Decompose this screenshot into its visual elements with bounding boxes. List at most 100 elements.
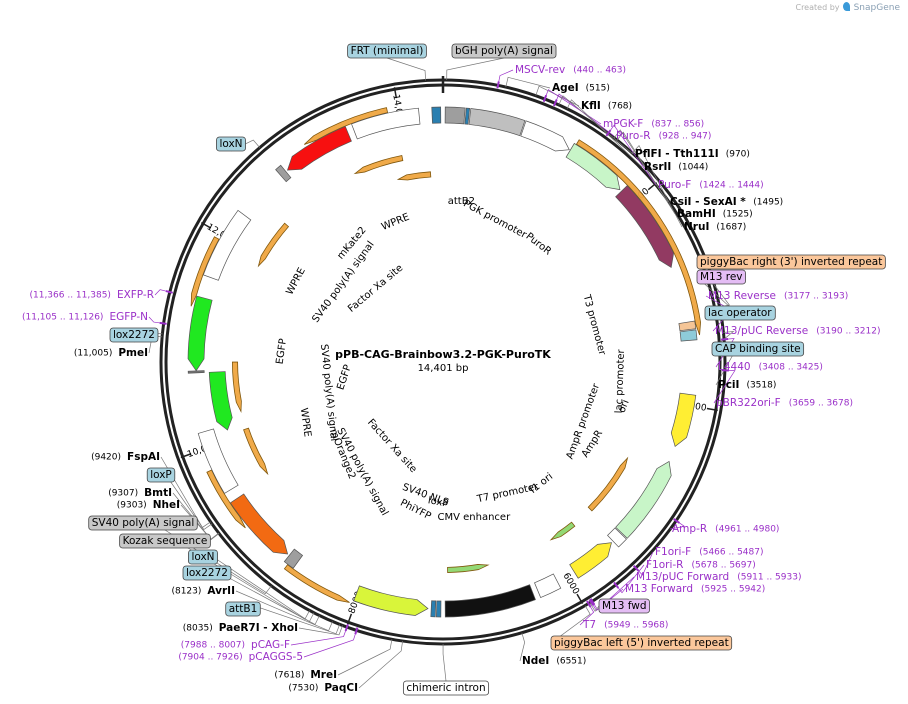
callout-attb1[interactable]: attB1 (225, 601, 261, 617)
feature-sv40-pa-b[interactable] (283, 548, 304, 569)
callout-m13-reverse[interactable]: M13 Reverse(3177 .. 3193) (708, 290, 848, 302)
callout-mscv-rev[interactable]: MSCV-rev(440 .. 463) (515, 64, 626, 76)
feature-t7-promoter[interactable] (534, 573, 562, 599)
callout-piggybac-right-3-inverted-repeat[interactable]: piggyBac right (3') inverted repeat (696, 254, 886, 270)
callout-bamhi[interactable]: BamHI(1525) (677, 208, 753, 220)
feature-phiyfp[interactable] (353, 585, 429, 616)
callout-kfli[interactable]: KflI(768) (581, 100, 632, 112)
feature-wpre-a[interactable] (351, 107, 421, 140)
callout-pcii[interactable]: PciI(3518) (718, 379, 776, 391)
callout-loxn[interactable]: loxN (216, 136, 246, 152)
callout-nhei[interactable]: NheI(9303) (117, 499, 180, 511)
feature-pgk-arrow[interactable] (520, 120, 570, 152)
callout-csii-sexai[interactable]: CsiI - SexAI *(1495) (670, 196, 783, 208)
callout-pflfi-tth111i[interactable]: PflFI - Tth111I(970) (635, 148, 750, 160)
callout-puro-r[interactable]: Puro-R(928 .. 947) (616, 130, 711, 142)
feature-attb2[interactable] (464, 107, 471, 125)
feature-loxp[interactable] (436, 600, 442, 618)
feature-ampr[interactable] (615, 460, 672, 539)
feature-morange2[interactable] (229, 493, 289, 555)
feature-cmv-enhancer[interactable] (444, 584, 536, 618)
callout-lac-operator[interactable]: lac operator (704, 305, 776, 321)
feature-nls[interactable] (430, 600, 437, 618)
feature-bgh[interactable] (444, 106, 466, 125)
feature-loxn[interactable] (275, 164, 292, 183)
callout-t7[interactable]: T7(5949 .. 5968) (582, 619, 668, 631)
callout-bgh-poly-a-signal[interactable]: bGH poly(A) signal (451, 43, 557, 59)
orf-arrow (549, 521, 576, 541)
callout-kozak-sequence[interactable]: Kozak sequence (119, 533, 211, 549)
callout-nrui[interactable]: NruI (1687) (684, 221, 746, 233)
callout-rsrii[interactable]: RsrII(1044) (644, 161, 708, 173)
callout-cap-binding-site[interactable]: CAP binding site (711, 341, 805, 357)
callout-paqci[interactable]: PaqCI(7530) (288, 682, 358, 694)
callout-exfp-r[interactable]: EXFP-R(11,366 .. 11,385) (29, 289, 154, 301)
callout-m13-forward[interactable]: M13 Forward(5925 .. 5942) (625, 583, 765, 595)
callout-frt-minimal[interactable]: FRT (minimal) (347, 43, 427, 59)
feature-tk[interactable] (615, 185, 674, 269)
callout-chimeric-intron[interactable]: chimeric intron (402, 680, 490, 696)
feature-wpre-c[interactable] (202, 209, 252, 281)
callout-range: (440 .. 463) (573, 66, 626, 76)
callout-m13-fwd[interactable]: M13 fwd (598, 598, 650, 614)
snapgene-credit: Created by SnapGene (795, 2, 900, 13)
callout-lox2272[interactable]: lox2272 (109, 327, 159, 343)
callout-coordinate: (1687) (716, 223, 746, 233)
callout-mrei[interactable]: MreI(7618) (274, 669, 337, 681)
callout-amp-r[interactable]: Amp-R(4961 .. 4980) (672, 523, 779, 535)
callout-coordinate: (1044) (678, 163, 708, 173)
callout-sv40-poly-a-signal[interactable]: SV40 poly(A) signal (88, 515, 198, 531)
feature-frt[interactable] (431, 106, 442, 124)
feature-mkate2[interactable] (286, 125, 352, 171)
feature-f1-ori[interactable] (569, 542, 612, 579)
orf-arrow (575, 139, 701, 336)
feature-egfp-inner[interactable] (208, 371, 233, 431)
backbone-inner-circle (164, 83, 722, 641)
feature-lox2272-b[interactable] (187, 370, 205, 374)
primer-site-marker (542, 94, 548, 103)
callout-f1ori-f[interactable]: F1ori-F(5466 .. 5487) (655, 546, 764, 558)
callout-egfp-n[interactable]: EGFP-N(11,105 .. 11,126) (22, 311, 148, 323)
callout-box (216, 136, 246, 152)
callout-leader-line (442, 643, 447, 682)
callout-leader-line (242, 601, 341, 635)
callout-loxp[interactable]: loxP (146, 467, 176, 483)
callout-paer7i-xhoi[interactable]: PaeR7I - XhoI(8035) (183, 622, 298, 634)
callout-m13-puc-reverse[interactable]: M13/pUC Reverse(3190 .. 3212) (715, 325, 880, 337)
feature-lac-operator[interactable] (678, 320, 697, 332)
callout-pmei[interactable]: PmeI(11,005) (74, 347, 148, 359)
feature-label: WPRE (284, 266, 307, 297)
feature-pgk-promoter[interactable] (468, 108, 526, 137)
callout-bmti[interactable]: BmtI(9307) (108, 487, 172, 499)
callout-lox2272[interactable]: lox2272 (182, 565, 232, 581)
callout-f1ori-r[interactable]: F1ori-R(5678 .. 5697) (646, 559, 756, 571)
callout-m13-rev[interactable]: M13 rev (696, 269, 746, 285)
feature-ori[interactable] (670, 392, 697, 448)
callout-loxn[interactable]: loxN (188, 549, 218, 565)
callout-fspai[interactable]: FspAI(9420) (91, 451, 160, 463)
callout-piggybac-left-5-inverted-repeat[interactable]: piggyBac left (5') inverted repeat (550, 635, 733, 651)
callout-name: M13/pUC Forward (636, 571, 729, 583)
callout-name: EXFP-R (117, 289, 154, 301)
callout-puro-f[interactable]: Puro-F(1424 .. 1444) (658, 179, 764, 191)
callout-name: NruI (684, 221, 709, 233)
callout-agei[interactable]: AgeI(515) (552, 82, 610, 94)
feature-label: T7 promoter (475, 481, 540, 505)
feature-ampr-promoter[interactable] (607, 527, 627, 548)
plasmid-backbone (159, 78, 727, 646)
callout-pcag-f[interactable]: pCAG-F(7988 .. 8007) (181, 639, 290, 651)
feature-puror[interactable] (565, 142, 621, 191)
callout-l4440[interactable]: L4440(3408 .. 3425) (718, 361, 823, 373)
feature-wpre-b[interactable] (197, 428, 239, 494)
callout-coordinate: (970) (726, 150, 750, 160)
callout-ndei[interactable]: NdeI(6551) (522, 655, 586, 667)
callout-m13-puc-forward[interactable]: M13/pUC Forward(5911 .. 5933) (636, 571, 801, 583)
callout-mpgk-f[interactable]: mPGK-F(837 .. 856) (603, 118, 704, 130)
callout-pbr322ori-f[interactable]: pBR322ori-F(3659 .. 3678) (716, 397, 853, 409)
callout-pcaggs-5[interactable]: pCAGGS-5(7904 .. 7926) (178, 651, 303, 663)
callout-name: PciI (718, 379, 739, 391)
feature-egfp[interactable] (187, 295, 213, 372)
callout-avrii[interactable]: AvrII(8123) (171, 585, 235, 597)
feature-cap[interactable] (679, 329, 698, 342)
